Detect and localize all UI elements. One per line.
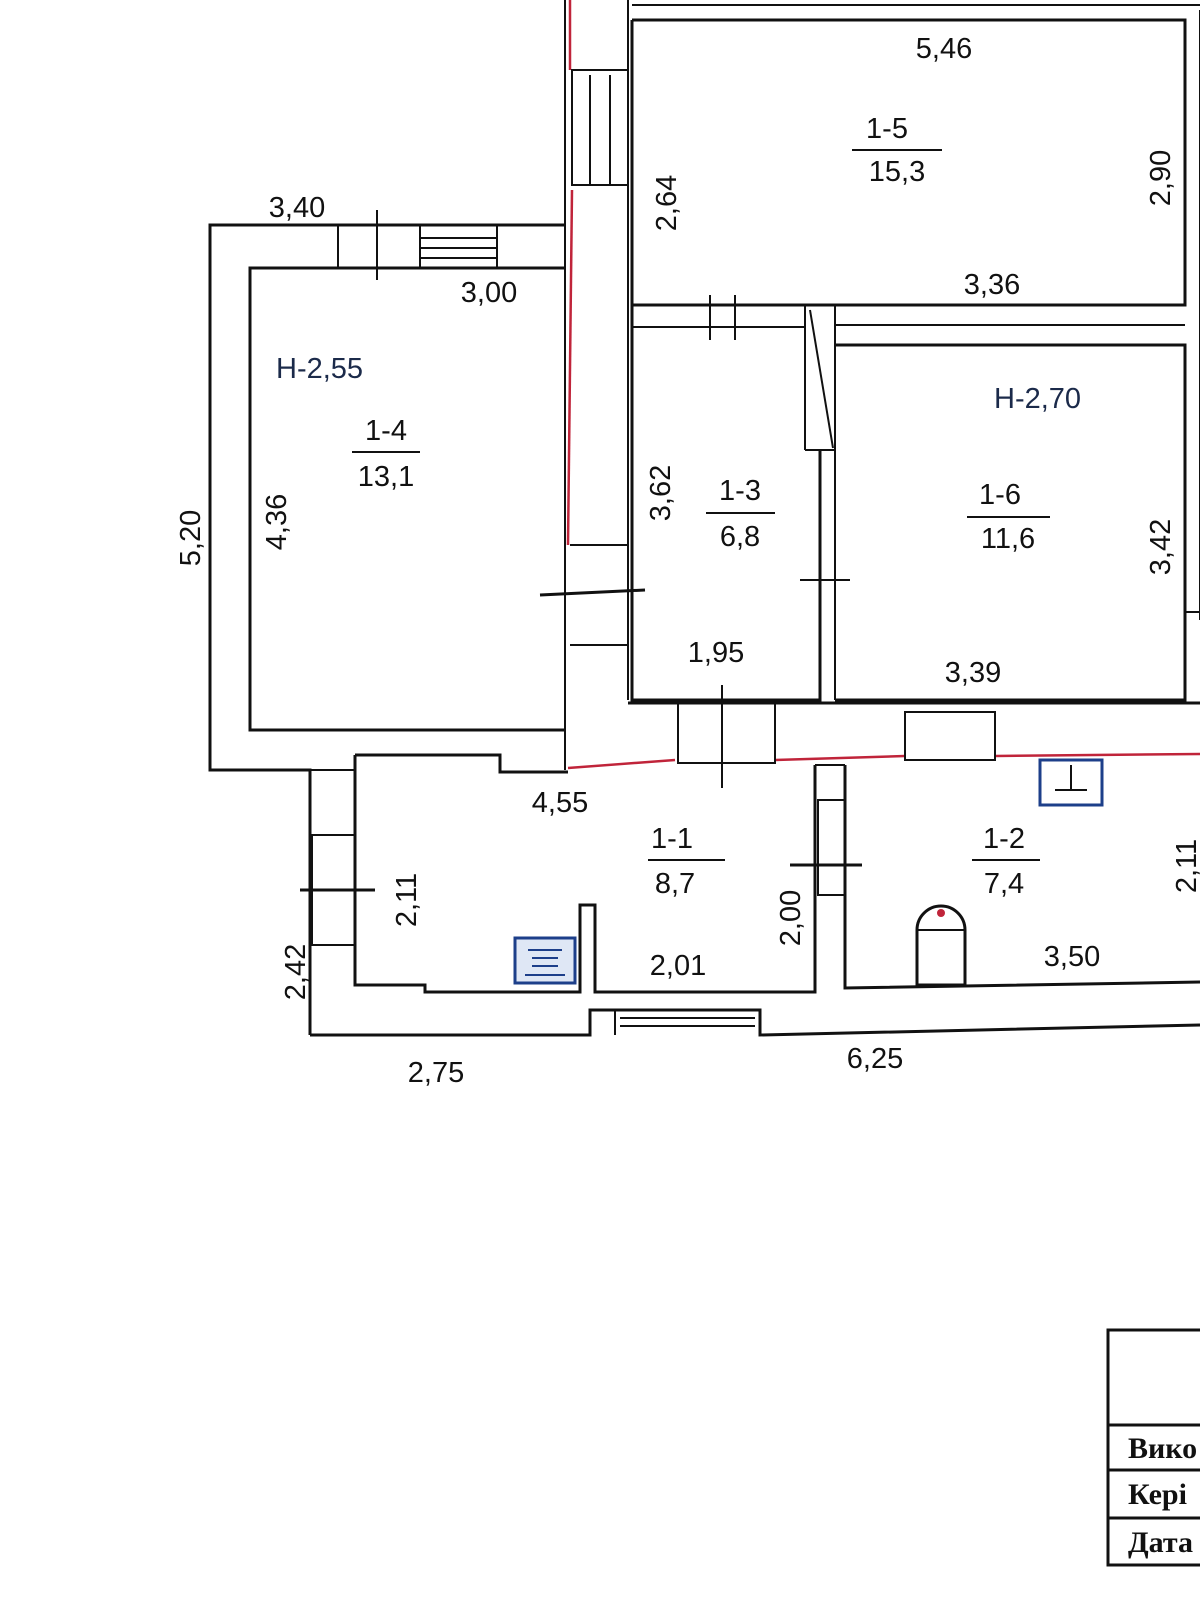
dimension-label: 2,75 [408,1057,464,1089]
dimension-label: 5,46 [916,33,972,65]
dimension-label: 3,62 [645,465,677,521]
sink-icon [513,936,577,985]
room-area: 6,8 [720,521,760,553]
dimension-label: 1,95 [688,637,744,669]
room-1-1 [300,753,1200,1037]
room-area: 11,6 [981,523,1035,555]
room-area: 8,7 [655,868,695,900]
stamp-row-date: Дата [1128,1526,1193,1559]
dimension-label: 2,64 [651,175,683,231]
room-label: 1-1 [651,823,693,855]
ceiling-height-label: Н-2,70 [994,383,1081,415]
dimension-label: 3,50 [1044,941,1100,973]
dimension-label: 4,55 [532,787,588,819]
room-1-4 [208,210,565,1035]
dimension-label: 2,00 [775,890,807,946]
room-1-6 [835,343,1200,702]
dimension-label: 2,11 [391,873,423,927]
room-1-5 [630,4,1200,620]
room-label: 1-3 [719,475,761,507]
dimension-label: 3,36 [964,269,1020,301]
dimension-label: 4,36 [261,494,293,550]
room-area: 15,3 [869,156,925,188]
dimension-label: 3,40 [269,192,325,224]
stamp-row-head: Кері [1128,1478,1187,1511]
room-1-2 [790,758,1200,990]
washbasin-icon [1038,758,1104,807]
room-area: 13,1 [358,461,414,493]
dimension-label: 2,42 [280,944,312,1000]
toilet-icon [915,904,967,987]
room-label: 1-5 [866,113,908,145]
dimension-label: 2,11 [1171,839,1200,893]
room-label: 1-6 [979,479,1021,511]
dimension-label: 3,42 [1145,519,1177,575]
room-area: 7,4 [984,868,1024,900]
stamp-row-executor: Вико [1128,1432,1197,1465]
dimension-label: 6,25 [847,1043,903,1075]
dimension-label: 3,39 [945,657,1001,689]
dimension-label: 5,20 [175,510,207,566]
room-label: 1-4 [365,415,407,447]
title-stamp: Вико Кері Дата [1106,1328,1200,1567]
dimension-label: 2,90 [1145,150,1177,206]
ceiling-height-label: Н-2,55 [276,353,363,385]
dimension-label: 3,00 [461,277,517,309]
dimension-label: 2,01 [650,950,706,982]
corridor-wall [539,0,1200,770]
room-label: 1-2 [983,823,1025,855]
room-1-3 [630,295,850,702]
lower-corridor [628,685,1200,788]
